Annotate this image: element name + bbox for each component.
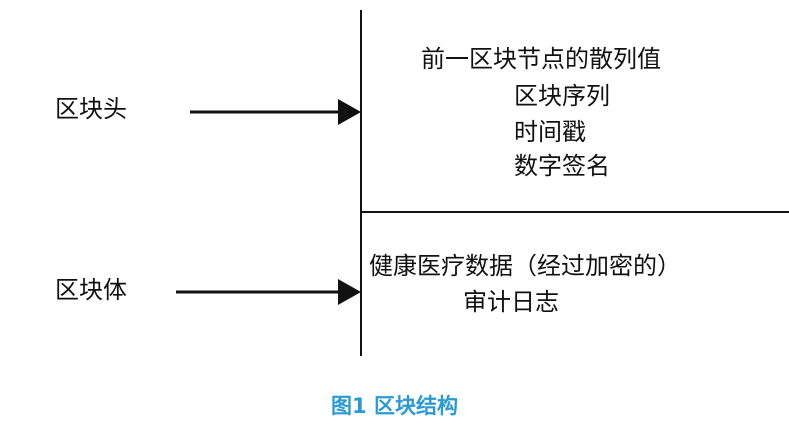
body-field-health-data: 健康医疗数据（经过加密的）: [369, 252, 681, 280]
block-body-label: 区块体: [55, 276, 127, 304]
header-field-timestamp: 时间戳: [514, 118, 586, 146]
header-arrow-head: [338, 99, 361, 125]
header-field-prev-hash: 前一区块节点的散列值: [421, 45, 661, 73]
header-field-block-sequence: 区块序列: [514, 82, 610, 110]
body-arrow-head: [338, 279, 361, 305]
block-header-label: 区块头: [55, 95, 127, 123]
header-field-digital-signature: 数字签名: [514, 152, 610, 180]
figure-caption: 图1 区块结构: [331, 394, 458, 418]
body-field-audit-log: 审计日志: [463, 288, 559, 316]
